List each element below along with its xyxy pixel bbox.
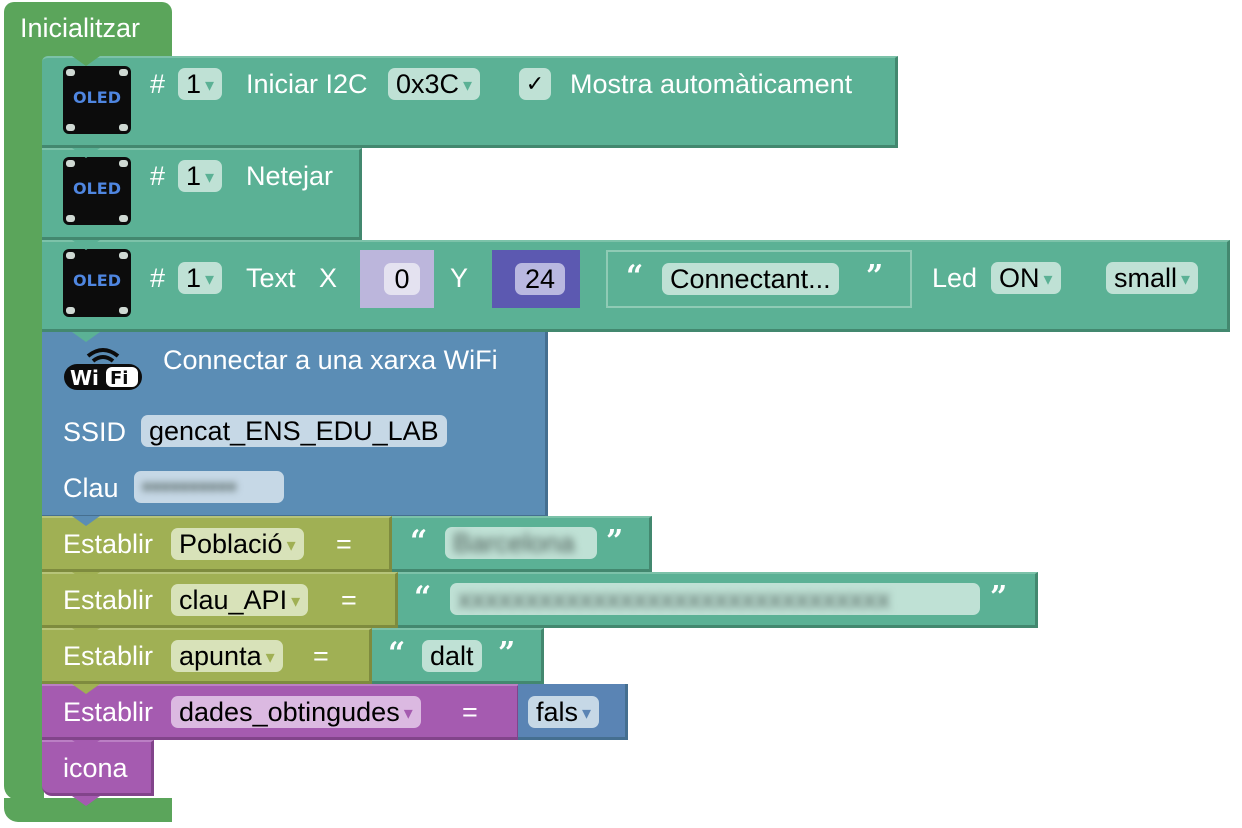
open-quote-icon: “ — [388, 636, 406, 671]
text-value-input[interactable]: xxxxxxxxxxxxxxxxxxxxxxxxxxxxxxxx — [450, 583, 980, 615]
led-label: Led — [932, 263, 978, 293]
auto-show-label: Mostra automàticament — [570, 69, 853, 99]
hash-label: # — [150, 69, 166, 99]
variable-dropdown[interactable]: apunta▾ — [171, 640, 283, 672]
x-label: X — [319, 263, 338, 293]
display-id-dropdown[interactable]: 1▾ — [178, 160, 223, 192]
chevron-down-icon: ▾ — [1181, 269, 1191, 289]
chevron-down-icon: ▾ — [205, 269, 215, 289]
chevron-down-icon: ▾ — [291, 591, 301, 611]
block-notch — [72, 796, 100, 806]
ssid-label: SSID — [63, 417, 127, 447]
svg-text:Wi: Wi — [70, 366, 99, 390]
equals-label: = — [462, 697, 478, 727]
display-id-dropdown[interactable]: 1▾ — [178, 68, 223, 100]
chevron-down-icon: ▾ — [463, 75, 473, 95]
chevron-down-icon: ▾ — [582, 703, 592, 723]
close-quote-icon: ” — [606, 524, 624, 559]
hash-label: # — [150, 263, 166, 293]
procedure-label: icona — [63, 753, 128, 783]
open-quote-icon: “ — [410, 524, 428, 559]
block-notch — [72, 684, 100, 694]
variable-name: Població — [179, 529, 283, 559]
set-verb: Establir — [63, 697, 154, 727]
wifi-icon: Wi Fi — [62, 342, 144, 392]
close-quote-icon: ” — [866, 259, 884, 294]
led-value: ON — [999, 263, 1040, 293]
wifi-title: Connectar a una xarxa WiFi — [163, 345, 498, 375]
text-value-input[interactable]: Connectant... — [662, 263, 839, 295]
text-string-block[interactable] — [606, 250, 912, 308]
display-id-dropdown[interactable]: 1▾ — [178, 262, 223, 294]
open-quote-icon: “ — [626, 259, 644, 294]
chevron-down-icon: ▾ — [403, 703, 413, 723]
variable-dropdown[interactable]: Població▾ — [171, 528, 304, 560]
oled-display-icon: OLED — [63, 249, 131, 317]
equals-label: = — [341, 585, 357, 615]
close-quote-icon: ” — [498, 636, 516, 671]
close-quote-icon: ” — [990, 580, 1008, 615]
set-verb: Establir — [63, 641, 154, 671]
variable-dropdown[interactable]: clau_API▾ — [171, 584, 309, 616]
init-block-label: Inicialitzar — [20, 13, 141, 43]
text-label: Text — [246, 263, 296, 293]
variable-dropdown[interactable]: dades_obtingudes▾ — [171, 696, 421, 728]
block-notch — [72, 516, 100, 526]
display-id-value: 1 — [186, 69, 202, 99]
i2c-address-value: 0x3C — [396, 69, 460, 99]
chevron-down-icon: ▾ — [1043, 269, 1053, 289]
oled-display-icon: OLED — [63, 157, 131, 225]
chevron-down-icon: ▾ — [265, 647, 275, 667]
led-dropdown[interactable]: ON▾ — [991, 262, 1061, 294]
block-notch — [72, 148, 100, 158]
text-value-input[interactable]: dalt — [422, 640, 482, 672]
clear-label: Netejar — [246, 161, 334, 191]
ssid-input[interactable]: gencat_ENS_EDU_LAB — [141, 415, 447, 447]
text-value-input[interactable]: Barcelona — [445, 527, 597, 559]
svg-text:Fi: Fi — [110, 368, 128, 389]
open-quote-icon: “ — [414, 580, 432, 615]
variable-name: dades_obtingudes — [179, 697, 400, 727]
boolean-value: fals — [536, 697, 579, 727]
password-input[interactable]: •••••••••• — [134, 471, 284, 503]
block-notch — [72, 572, 100, 582]
display-id-value: 1 — [186, 161, 202, 191]
x-value-input[interactable]: 0 — [384, 263, 420, 295]
equals-label: = — [313, 641, 329, 671]
i2c-address-dropdown[interactable]: 0x3C▾ — [388, 68, 481, 100]
boolean-dropdown[interactable]: fals▾ — [528, 696, 600, 728]
variable-name: apunta — [179, 641, 262, 671]
block-notch — [72, 628, 100, 638]
variable-name: clau_API — [179, 585, 288, 615]
block-notch — [72, 56, 100, 66]
set-variable-block[interactable] — [42, 684, 520, 740]
display-id-value: 1 — [186, 263, 202, 293]
hash-label: # — [150, 161, 166, 191]
block-notch — [72, 740, 100, 750]
y-label: Y — [450, 263, 469, 293]
chevron-down-icon: ▾ — [286, 535, 296, 555]
size-value: small — [1114, 263, 1178, 293]
auto-show-checkbox[interactable]: ✓ — [519, 68, 551, 100]
set-verb: Establir — [63, 529, 154, 559]
set-verb: Establir — [63, 585, 154, 615]
password-label: Clau — [63, 473, 119, 503]
size-dropdown[interactable]: small▾ — [1106, 262, 1199, 294]
i2c-label: Iniciar I2C — [246, 69, 368, 99]
chevron-down-icon: ▾ — [205, 167, 215, 187]
y-value-input[interactable]: 24 — [515, 263, 565, 295]
equals-label: = — [336, 529, 352, 559]
block-notch — [72, 240, 100, 250]
chevron-down-icon: ▾ — [205, 75, 215, 95]
oled-display-icon: OLED — [63, 66, 131, 134]
init-block-spine — [4, 40, 44, 800]
block-notch — [72, 332, 100, 342]
